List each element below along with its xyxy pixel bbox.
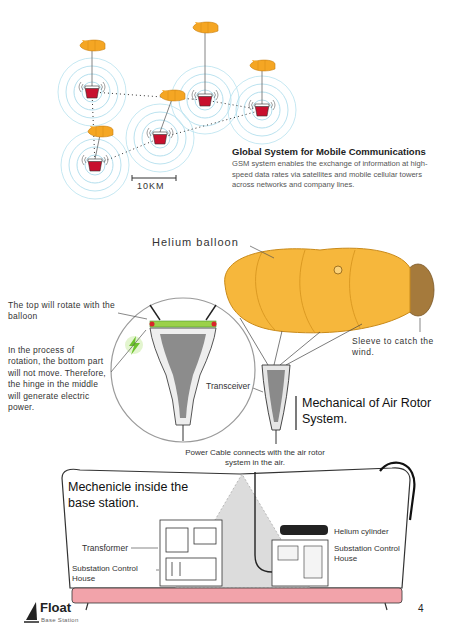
balloon-icon (193, 22, 218, 33)
power-cable (276, 430, 277, 444)
zoom-circle (111, 298, 255, 442)
power-cable (255, 472, 272, 572)
balloon-icon (88, 126, 113, 137)
transformer-frame (160, 520, 222, 586)
base-station-housing (62, 468, 410, 588)
housing-base (72, 588, 402, 603)
leader-line (118, 313, 147, 319)
balloon-icon (160, 90, 185, 101)
section-heading: Mechenicle inside the base station. (68, 480, 218, 511)
transceiver-body (262, 365, 290, 430)
housing-foot (86, 603, 387, 610)
leader-line (250, 246, 274, 258)
page-number: 4 (418, 603, 424, 614)
scale-label: 10KM (137, 181, 165, 192)
balloon-string (286, 324, 362, 365)
rotating-hinge (150, 321, 216, 327)
helium-balloon (225, 248, 410, 333)
balloon-icon (250, 60, 275, 71)
section-heading: Global System for Mobile Communications (232, 146, 442, 157)
tether (160, 99, 172, 132)
scale-bar (176, 175, 177, 181)
hinge-dot (212, 322, 217, 327)
base-station-icon (249, 100, 275, 116)
external-cable (380, 463, 414, 520)
control-house-part (180, 562, 181, 576)
power-cable (183, 425, 184, 441)
base-station-icon (147, 128, 173, 144)
network-link (95, 138, 160, 165)
helium-unit (272, 525, 328, 586)
base-station-icon (82, 155, 108, 171)
coverage-rings (61, 131, 129, 199)
leader-line (420, 318, 421, 332)
rotor-arm (206, 305, 216, 320)
leader-line (111, 330, 146, 372)
balloon-string (240, 318, 362, 365)
rotor-core (160, 334, 206, 418)
tether (92, 31, 262, 159)
network-link (92, 92, 205, 100)
section-heading: Mechanical of Air Rotor System. (302, 396, 432, 427)
balloon-string (280, 332, 320, 365)
network-link (160, 110, 262, 138)
control-house-part (166, 558, 216, 580)
transformer-part (166, 528, 188, 552)
callout-note: In the process of rotation, the bottom p… (8, 345, 108, 414)
transceiver-core (267, 370, 285, 422)
tether (92, 49, 93, 86)
logo-sail (26, 602, 37, 620)
leader-line (253, 388, 263, 392)
base-station-icon (79, 82, 105, 98)
base-station-icon (192, 90, 218, 106)
transformer-part (194, 528, 216, 544)
part-label: Transformer (82, 543, 128, 553)
rotor-base (150, 328, 216, 425)
tether (205, 31, 206, 94)
leader-line (156, 570, 159, 571)
heading-bracket (295, 396, 296, 430)
coverage-rings (126, 104, 194, 172)
leader-line (131, 548, 158, 549)
scale-bar (132, 175, 133, 181)
balloon-icon (80, 40, 105, 51)
network-link (205, 100, 262, 110)
part-label: Substation Control House (72, 564, 154, 585)
power-glow (125, 336, 143, 354)
control-house-part (172, 562, 173, 576)
logo-sail (24, 621, 39, 623)
description: GSM system enables the exchange of infor… (232, 159, 442, 191)
part-label: Sleeve to catch the wind. (352, 336, 440, 359)
part-label: Helium balloon (152, 236, 239, 249)
control-house (272, 540, 328, 586)
part-label: Helium cylinder (334, 527, 389, 537)
control-house-part (304, 546, 322, 578)
tether (262, 69, 263, 104)
transformer-unit (160, 520, 222, 586)
control-house-part (278, 546, 298, 560)
callout-note: The top will rotate with the balloon (8, 300, 116, 323)
scale-bar (132, 178, 176, 179)
balloon-seam (256, 250, 360, 333)
callout-note: Power Cable connects with the air rotor … (180, 448, 330, 469)
logo-text: Float (40, 601, 71, 615)
balloon-string (274, 331, 282, 365)
helium-cylinder (280, 525, 328, 535)
hinge-dot (150, 322, 155, 327)
part-label: Substation Control House (334, 544, 400, 565)
part-label: Transceiver (206, 381, 250, 391)
logo-subtitle: Base Station (41, 617, 79, 624)
balloon-valve (334, 266, 342, 274)
rotor-arm (150, 305, 160, 320)
tether (95, 135, 100, 159)
